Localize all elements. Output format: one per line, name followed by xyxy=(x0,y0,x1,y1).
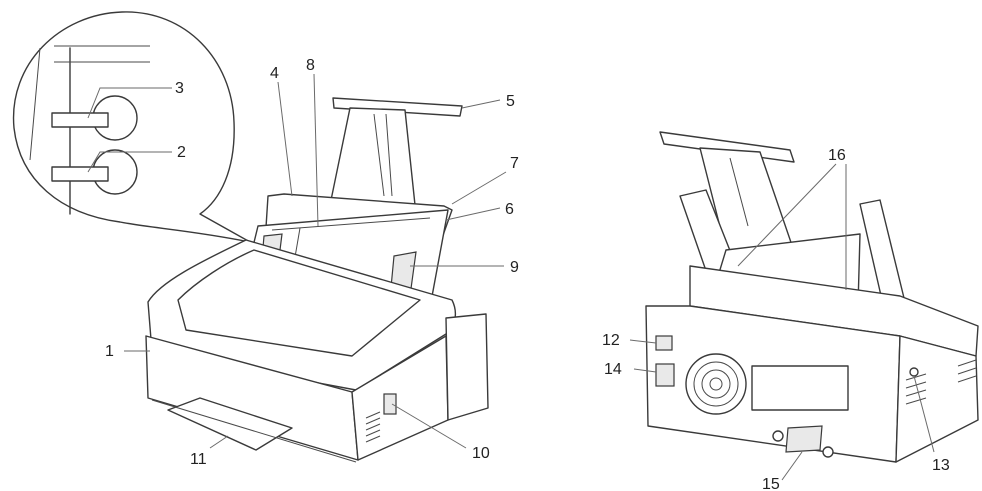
callout-13: 13 xyxy=(932,457,950,474)
fan-grille xyxy=(685,353,747,415)
callout-14: 14 xyxy=(604,361,622,378)
callout-6: 6 xyxy=(505,201,514,218)
callout-7: 7 xyxy=(510,155,519,172)
indicator-lamp-upper xyxy=(51,95,138,141)
indicator-lamp-lower xyxy=(51,149,138,195)
power-switch xyxy=(383,393,397,415)
rear-printer xyxy=(629,131,979,481)
callout-10: 10 xyxy=(472,445,490,462)
rear-screw xyxy=(909,367,919,377)
power-socket xyxy=(655,363,675,387)
parallel-port xyxy=(785,425,823,453)
callout-11: 11 xyxy=(190,451,207,468)
callout-5: 5 xyxy=(506,93,515,110)
rear-side-vent xyxy=(905,359,977,405)
callout-2: 2 xyxy=(177,144,186,161)
callout-8: 8 xyxy=(306,57,315,74)
callout-3: 3 xyxy=(175,80,184,97)
side-vent xyxy=(365,411,381,443)
callout-9: 9 xyxy=(510,259,519,276)
voltage-selector xyxy=(655,335,673,351)
callout-1: 1 xyxy=(105,343,114,360)
callout-15: 15 xyxy=(762,476,780,491)
front-printer xyxy=(124,73,507,463)
zoom-bubble xyxy=(12,11,251,243)
callout-4: 4 xyxy=(270,65,279,82)
callout-16: 16 xyxy=(828,147,846,164)
callout-12: 12 xyxy=(602,332,620,349)
